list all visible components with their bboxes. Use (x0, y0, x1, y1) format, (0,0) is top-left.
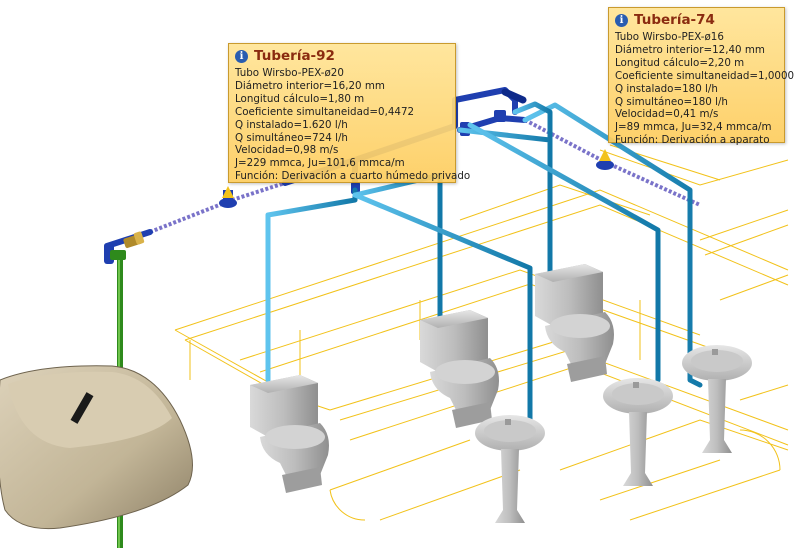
tooltip-line: Velocidad=0,98 m/s (235, 144, 339, 157)
meter-box-slot (70, 392, 94, 424)
tooltip-line: Longitud cálculo=2,20 m (615, 56, 745, 69)
washbasin-pedestal (623, 412, 653, 486)
floor-plan-wall (174, 189, 789, 331)
washbasin-faucet (505, 419, 511, 425)
tooltip-line: Función: Derivación a cuarto húmedo priv… (235, 170, 471, 183)
tooltip-header: i Tubería-92 (235, 48, 449, 64)
node-marker (222, 186, 234, 198)
tooltip-line: Q instalado=1.620 l/h (235, 118, 348, 131)
floor-plan-wall (559, 419, 789, 471)
node-marker (599, 149, 611, 161)
main-pipe-segment (501, 88, 527, 104)
riser-fitting (110, 250, 126, 260)
toilet (420, 310, 499, 428)
tooltip-line: Función: Derivación a aparato (615, 134, 770, 147)
tooltip-title: Tubería-74 (634, 12, 715, 28)
valve (494, 110, 506, 122)
washbasin (682, 345, 752, 453)
toilet (250, 375, 329, 493)
tooltip-line: Q simultáneo=724 l/h (235, 131, 348, 144)
washbasin-faucet (633, 382, 639, 388)
washbasin (603, 378, 673, 486)
brass-fitting (133, 231, 145, 245)
floor-plan-wall (379, 469, 521, 521)
tooltip-line: J=229 mmca, Ju=101,6 mmca/m (235, 157, 405, 170)
branch-pipes (265, 101, 703, 423)
tooltip-line: Longitud cálculo=1,80 m (235, 92, 365, 105)
tooltip-line: Q simultáneo=180 l/h (615, 95, 728, 108)
floor-plan-wall (739, 384, 789, 401)
toilet (535, 264, 614, 382)
tooltip-line: Q instalado=180 l/h (615, 82, 718, 95)
branch-pipe-lav-2 (467, 122, 661, 383)
floor-plan-wall (704, 224, 789, 256)
washbasin-inner (612, 383, 664, 405)
toilet-base (452, 402, 492, 428)
toilet-tank-lid (250, 375, 318, 393)
floor-plan-door-arc (329, 489, 366, 521)
tooltip-line: Velocidad=0,41 m/s (615, 108, 719, 121)
washbasin-pedestal (495, 449, 525, 523)
floor-plan-wall (459, 184, 651, 221)
branch-pipe-wc-3b (512, 101, 553, 143)
toilet-tank-lid (420, 310, 488, 328)
pipe-info-tooltip: i Tubería-74 Tubo Wirsbo-PEX-ø16 Diámetr… (608, 7, 794, 146)
floor-plan-wall (329, 439, 471, 491)
floor-plan-door-arc (739, 429, 781, 471)
toilet-seat (265, 425, 325, 449)
distribution-line-segment (231, 181, 286, 202)
manifold-node (596, 160, 614, 170)
toilet-base (282, 467, 322, 493)
floor-plan-wall (699, 209, 789, 241)
toilet-seat (435, 360, 495, 384)
meter-box-top (8, 371, 172, 448)
washbasin-inner (484, 420, 536, 442)
tooltip-line: Coeficiente simultaneidad=1,0000 (615, 69, 794, 82)
floor-plan-wall (184, 204, 789, 341)
tooltip-line: Coeficiente simultaneidad=0,4472 (235, 105, 415, 118)
distribution-line-segment (524, 118, 606, 164)
tooltip-line: Tubo Wirsbo-PEX-ø20 (235, 67, 344, 79)
floor-plan-wall (629, 469, 781, 521)
toilet-base (567, 356, 607, 382)
floor-plan-wall (599, 149, 789, 186)
tooltip-line: Diámetro interior=12,40 mm (615, 43, 765, 56)
info-icon: i (235, 49, 248, 63)
toilet-seat (550, 314, 610, 338)
tooltip-line: Diámetro interior=16,20 mm (235, 79, 385, 92)
distribution-line (149, 118, 701, 234)
tooltip-header: i Tubería-74 (615, 12, 778, 28)
pipe-info-tooltip: i Tubería-92 Tubo Wirsbo-PEX-ø20 Diámetr… (228, 43, 471, 183)
washbasin-faucet (712, 349, 718, 355)
info-icon: i (615, 13, 628, 27)
branch-pipe-lav-1 (352, 192, 533, 423)
tooltip-line: J=89 mmca, Ju=32,4 mmca/m (615, 121, 772, 134)
washbasin (475, 415, 545, 523)
washbasin-pedestal (702, 379, 732, 453)
floor-plan-wall (719, 274, 789, 301)
meter-box (0, 365, 193, 530)
tooltip-line: Tubo Wirsbo-PEX-ø16 (615, 31, 724, 43)
distribution-line-segment (604, 160, 701, 207)
toilet-tank-lid (535, 264, 603, 282)
tooltip-title: Tubería-92 (254, 48, 335, 64)
floor-plan-wall (599, 459, 721, 501)
washbasin-inner (691, 350, 743, 372)
